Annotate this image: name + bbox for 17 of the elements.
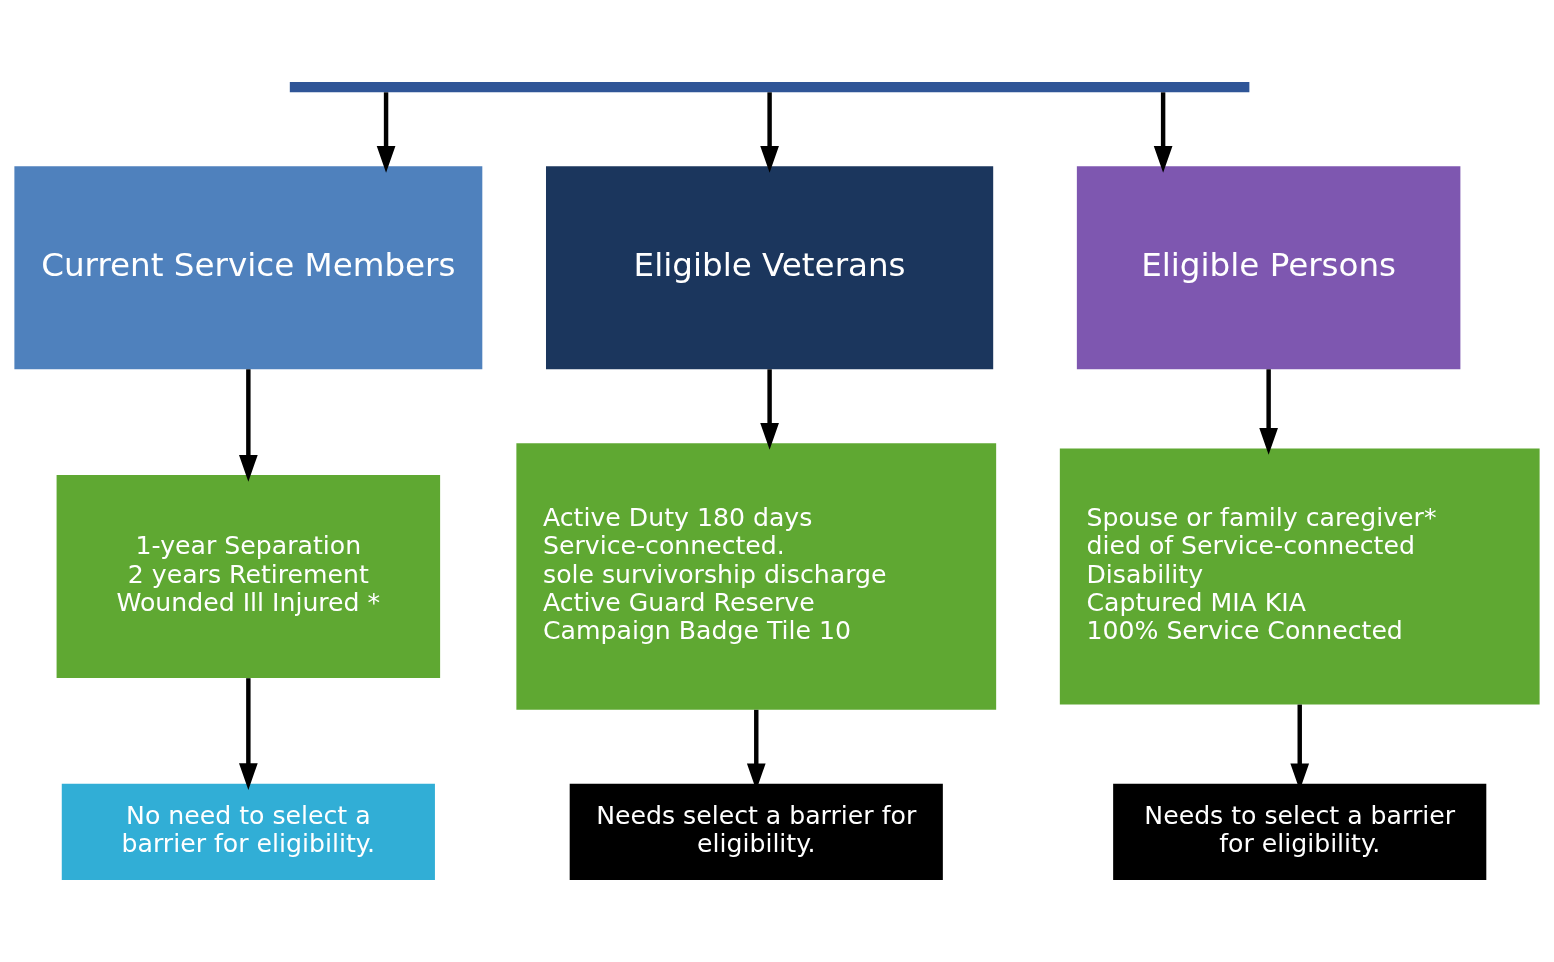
- node-box: Active Duty 180 days Service-connected. sole survivorship discharge Active Guard Reserve Campaign Badge Tile 10: [516, 443, 997, 710]
- arrow: [239, 678, 258, 790]
- arrow: [760, 92, 779, 173]
- node-box: No need to select a barrier for eligibility.: [61, 783, 435, 881]
- arrow: [376, 92, 396, 173]
- node-box: Eligible Persons: [1076, 166, 1461, 370]
- arrow: [1153, 92, 1173, 173]
- node-box: Eligible Veterans: [546, 166, 994, 370]
- arrow: [760, 369, 779, 450]
- node-box: Current Service Members: [14, 166, 483, 370]
- node-bar: [289, 81, 1250, 93]
- node-box: Needs to select a barrier for eligibility.: [1113, 783, 1487, 881]
- node-box: Spouse or family caregiver* died of Service-connected Disability Captured MIA KIA 100% Service Connected: [1059, 448, 1540, 705]
- arrow: [239, 369, 258, 482]
- arrow: [1259, 369, 1278, 455]
- node-box: Needs select a barrier for eligibility.: [569, 783, 943, 881]
- node-box: 1-year Separation 2 years Retirement Wounded Ill Injured *: [56, 475, 441, 678]
